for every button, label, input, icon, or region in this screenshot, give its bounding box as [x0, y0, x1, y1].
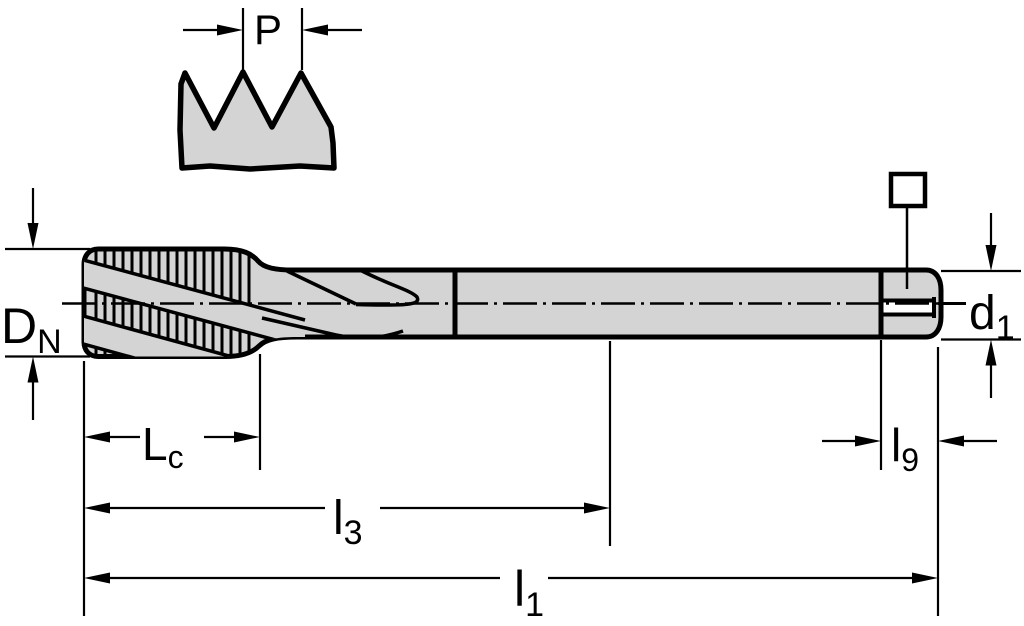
dimension-l9: l9	[822, 419, 997, 478]
dimension-dn: DN	[1, 188, 90, 420]
l3-arrow-right	[584, 502, 610, 514]
lc-label: Lc	[142, 418, 184, 475]
extension-lines	[82, 340, 940, 616]
d1-arrow-bottom	[985, 339, 997, 366]
square-symbol-icon	[888, 171, 928, 209]
dn-label: DN	[1, 298, 62, 361]
pitch-arrow-right	[302, 24, 328, 36]
l9-label: l9	[891, 419, 919, 478]
lc-arrow-right	[234, 431, 260, 443]
l3-arrow-left	[84, 502, 110, 514]
square-end-slot	[883, 302, 933, 313]
d1-arrow-top	[985, 245, 997, 271]
l1-arrow-left	[84, 572, 110, 584]
square-drive-callout	[888, 171, 928, 289]
thread-profile-shape	[177, 69, 337, 172]
dimension-l3: l3	[84, 492, 610, 552]
tap-body	[62, 246, 944, 359]
d1-label: d1	[969, 287, 1015, 347]
thread-pitch-detail: P	[177, 6, 362, 172]
pitch-arrow-left	[217, 24, 243, 36]
dn-arrow-top	[27, 223, 39, 249]
l1-arrow-right	[912, 572, 938, 584]
dimension-l1: l1	[84, 561, 938, 624]
dimension-d1: d1	[938, 213, 1021, 398]
pitch-label: P	[254, 6, 282, 53]
l9-arrow-right	[938, 435, 964, 447]
flute-band-lower	[84, 314, 280, 357]
l9-arrow-left	[855, 435, 881, 447]
dimension-lc: Lc	[84, 418, 260, 475]
lc-arrow-left	[84, 431, 110, 443]
dn-arrow-bottom	[27, 356, 39, 383]
l1-label: l1	[514, 561, 544, 624]
l3-label: l3	[333, 492, 363, 552]
